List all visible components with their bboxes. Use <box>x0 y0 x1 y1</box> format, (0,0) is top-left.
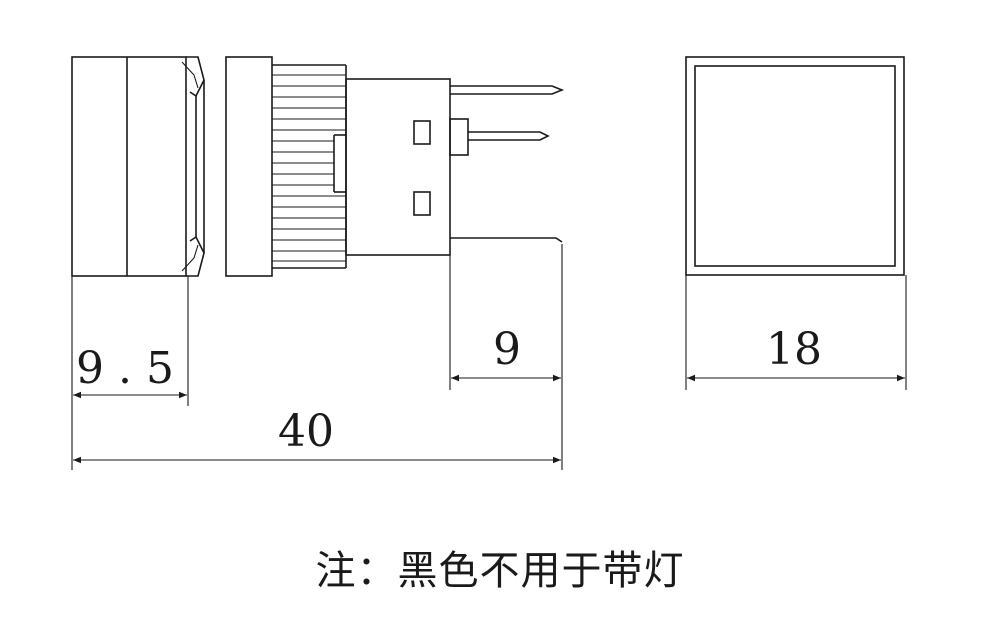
dim-label-pin-length: 9 <box>493 324 521 375</box>
terminal-pins <box>450 85 565 243</box>
dimension-lines <box>71 244 907 470</box>
side-view <box>71 56 565 277</box>
housing <box>225 56 347 277</box>
dim-label-bezel-depth: 9.5 <box>76 343 188 394</box>
dim-label-total-length: 40 <box>278 406 334 457</box>
footnote: 注：黑色不用于带灯 <box>315 548 685 594</box>
ribs <box>272 74 346 262</box>
bezel <box>71 56 205 277</box>
dimension-labels: 9.5 9 18 40 <box>76 324 822 457</box>
front-view <box>685 56 905 276</box>
dim-label-face-width: 18 <box>766 324 822 375</box>
switch-block <box>345 78 469 256</box>
